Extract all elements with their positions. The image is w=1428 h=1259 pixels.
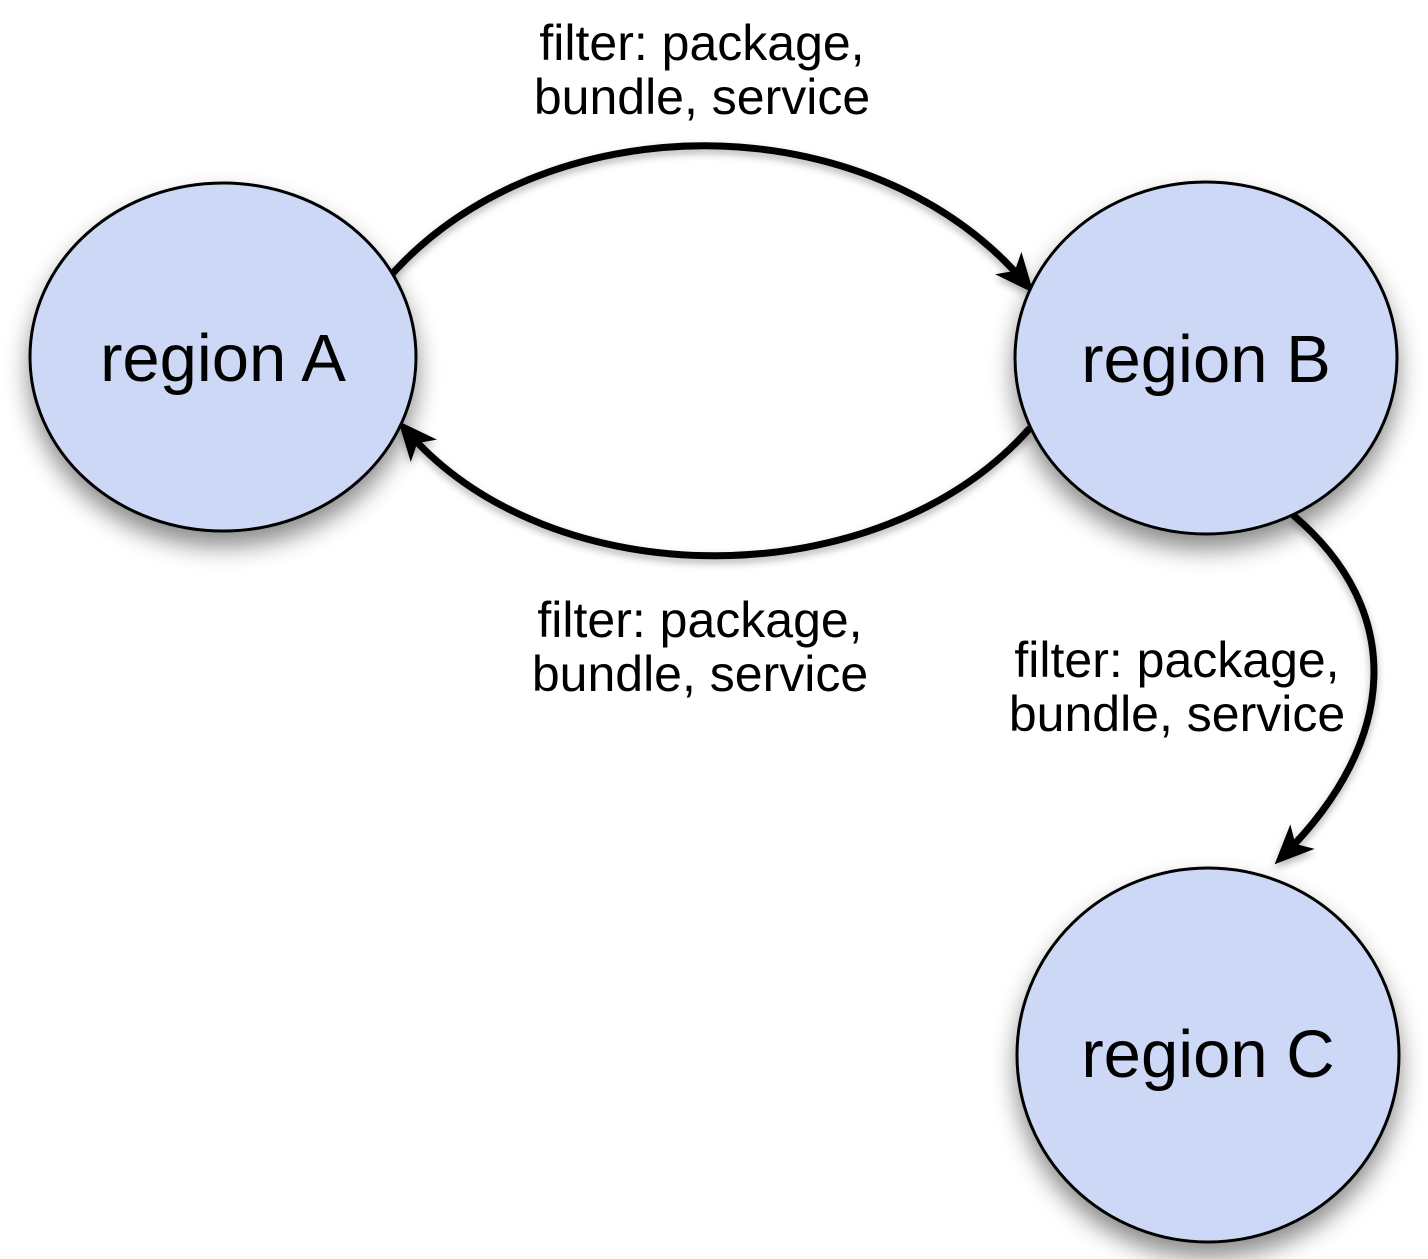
edge-b-to-c-label-line1: filter: package, [1014, 632, 1339, 688]
edge-b-to-c-arrow [1274, 512, 1378, 865]
edge-label-layer: filter: package, bundle, service filter:… [532, 15, 1345, 742]
edge-a-to-b-label-line1: filter: package, [539, 15, 864, 71]
node-region-c-circle [1015, 866, 1401, 1244]
edge-b-to-c-label-line2: bundle, service [1009, 686, 1345, 742]
node-region-a-label: region A [100, 321, 346, 396]
edge-a-to-b-arrow [382, 142, 1034, 293]
node-region-c-label: region C [1081, 1017, 1334, 1092]
node-region-b-circle [1013, 180, 1399, 536]
node-layer: region A region B region C [28, 180, 1401, 1244]
edge-a-to-b-label-line2: bundle, service [534, 69, 870, 125]
edge-b-to-a-arrow [398, 421, 1033, 560]
edge-b-to-a-label-line2: bundle, service [532, 646, 868, 702]
edge-b-to-a-label-line1: filter: package, [537, 592, 862, 648]
edge-layer [382, 142, 1378, 865]
node-region-b-label: region B [1081, 322, 1331, 397]
node-region-a-circle [28, 181, 418, 533]
